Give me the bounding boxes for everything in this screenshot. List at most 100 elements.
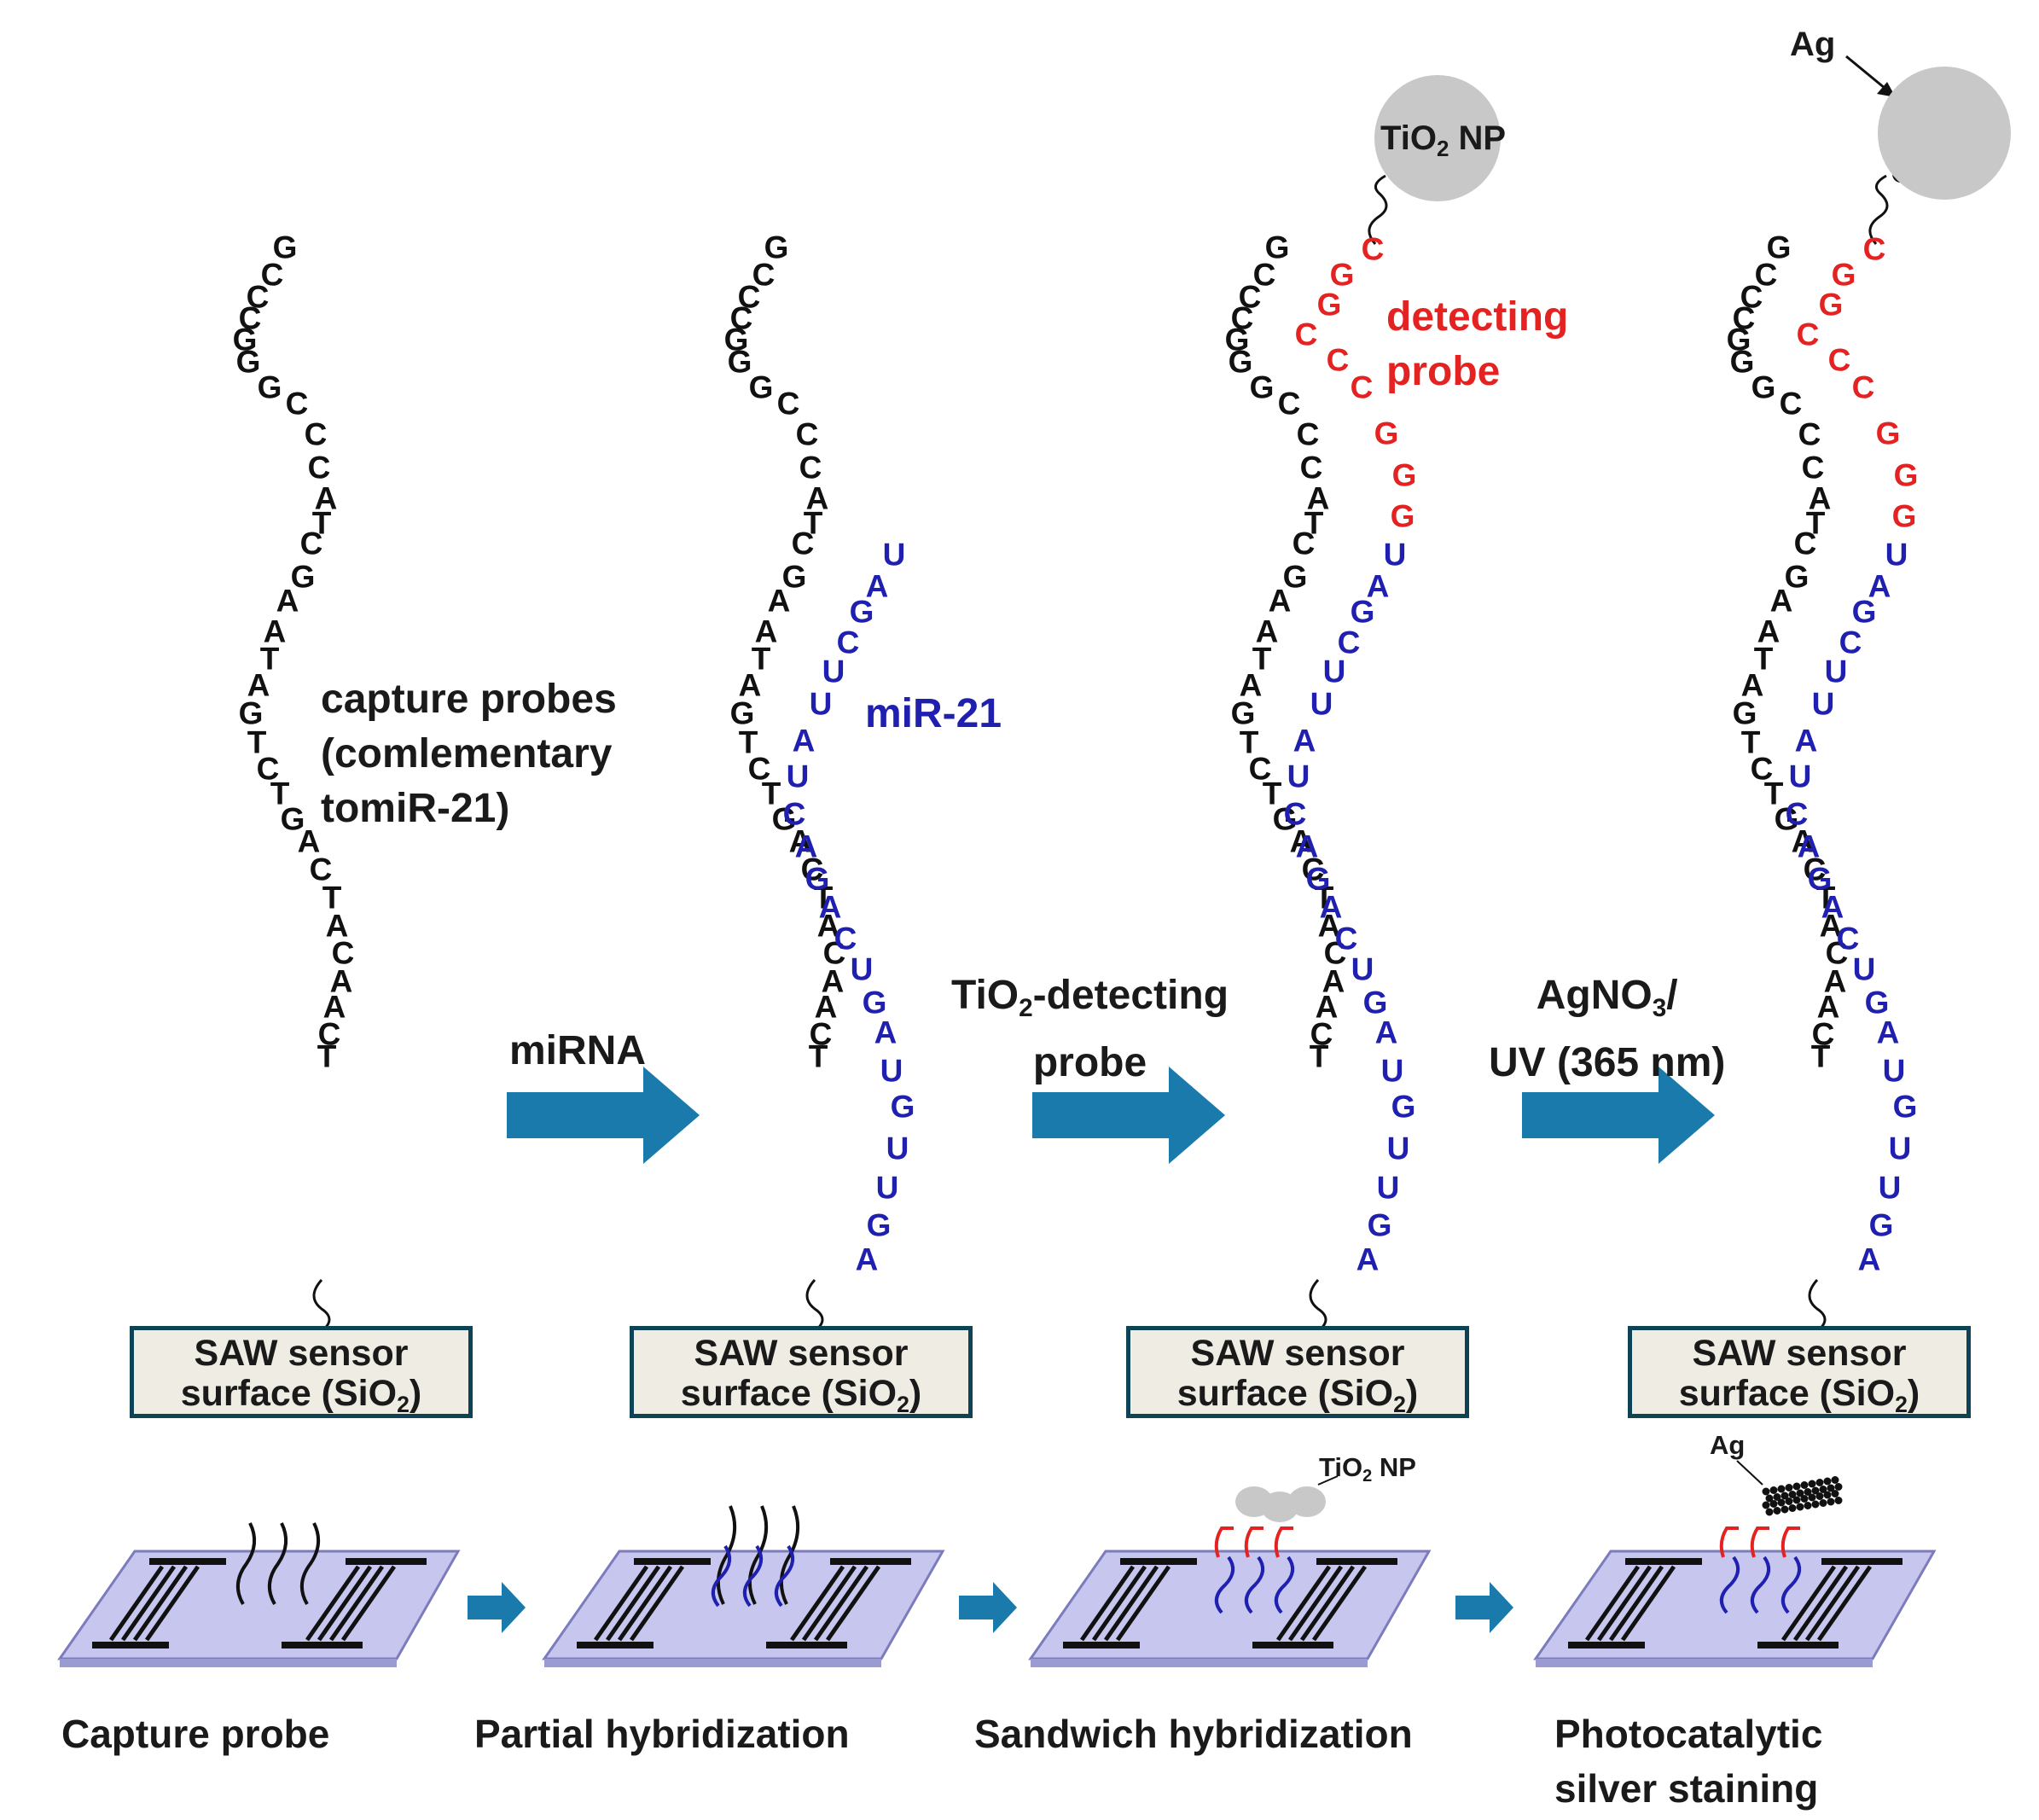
chip4-silver-dot-32 bbox=[1780, 1505, 1789, 1514]
tio2-np-label: TiO2 NP bbox=[1380, 119, 1507, 161]
capture-probe-1-nt-16: T bbox=[259, 641, 280, 677]
capture-probe-3-nt-25: T bbox=[1314, 880, 1334, 916]
sensor-chip-1-idt-right-finger-2 bbox=[328, 1565, 385, 1642]
detecting-probe-3-nt-2: G bbox=[1316, 287, 1342, 323]
capture-probe-3-nt-26: A bbox=[1317, 908, 1341, 944]
detecting-probe-4-nt-1: G bbox=[1831, 257, 1856, 293]
chip4-silver-dot-37 bbox=[1819, 1499, 1827, 1507]
sensor-chip-3-idt-right-finger-2 bbox=[1299, 1565, 1356, 1642]
capture-probe-3-nt-16: T bbox=[1252, 641, 1272, 677]
mir21-strand-4-nt-13: U bbox=[1852, 951, 1876, 987]
chip1-capture-probe-0 bbox=[236, 1522, 257, 1606]
capture-probe-3-nt-2: C bbox=[1238, 279, 1262, 315]
mir21-strand-3-nt-21: A bbox=[1356, 1241, 1380, 1277]
mir21-strand-4-nt-1: A bbox=[1868, 568, 1891, 604]
capture-probe-2-nt-6: G bbox=[748, 369, 774, 405]
capture-probe-2-nt-10: A bbox=[805, 480, 829, 516]
capture-probe-3-nt-5: G bbox=[1228, 344, 1253, 380]
capture-probe-2-nt-29: A bbox=[814, 989, 838, 1025]
sensor-chip-2-idt-left-finger-3 bbox=[629, 1565, 685, 1642]
sensor-chip-4-idt-right-finger-2 bbox=[1804, 1565, 1861, 1642]
mir21-strand-3-nt-14: G bbox=[1362, 985, 1388, 1020]
sensor-chip-1-edge bbox=[60, 1659, 397, 1667]
capture-probe-1-nt-6: G bbox=[257, 369, 282, 405]
capture-probe-4-nt-4: G bbox=[1726, 322, 1751, 358]
step-arrow-3 bbox=[1455, 1582, 1513, 1633]
chip4-silver-dot-31 bbox=[1773, 1507, 1781, 1515]
mir21-strand-4-nt-10: G bbox=[1807, 861, 1833, 897]
sensor-chip-2-idt-left-finger-1 bbox=[605, 1565, 661, 1642]
detecting-probe-4-nt-4: C bbox=[1827, 342, 1851, 378]
mir21-strand-2-nt-9: A bbox=[794, 829, 818, 864]
chip4-silver-dot-9 bbox=[1831, 1476, 1839, 1484]
chip1-capture-probe-2 bbox=[300, 1522, 321, 1606]
capture-probe-3-nt-22: G bbox=[1272, 801, 1298, 837]
mir21-strand-3-nt-15: A bbox=[1374, 1015, 1398, 1050]
arrow1-label: miRNA bbox=[509, 1028, 647, 1073]
capture-probe-1-nt-0: G bbox=[272, 230, 298, 265]
sensor-chip-2 bbox=[542, 1550, 945, 1667]
detecting-probe-4-nt-3: C bbox=[1796, 317, 1820, 352]
chip4-silver-dot-33 bbox=[1788, 1504, 1797, 1512]
mir21-strand-3-nt-2: G bbox=[1350, 594, 1375, 630]
sensor-chip-2-edge bbox=[544, 1659, 881, 1667]
arrow2-label: TiO2-detecting probe bbox=[951, 973, 1229, 1085]
mir21-strand-2-nt-11: A bbox=[818, 889, 842, 925]
capture-probe-4-nt-30: C bbox=[1811, 1016, 1835, 1052]
capture-probe-4-nt-20: C bbox=[1750, 751, 1774, 787]
sensor-chip-1-idt-right-finger-0 bbox=[305, 1565, 361, 1642]
capture-probe-1-nt-8: C bbox=[304, 416, 328, 452]
mir21-strand-2-nt-5: U bbox=[809, 686, 833, 722]
mir21-strand-2-nt-7: U bbox=[786, 759, 810, 794]
sensor-chip-2-idt-right-finger-2 bbox=[813, 1565, 869, 1642]
sensor-chip-3-idt-left-finger-0 bbox=[1079, 1565, 1136, 1642]
capture-probe-4-nt-18: G bbox=[1732, 695, 1757, 731]
sensor-chip-3 bbox=[1028, 1550, 1432, 1667]
capture-probe-3-nt-0: G bbox=[1264, 230, 1290, 265]
sensor-chip-2-idt-right-finger-1 bbox=[801, 1565, 857, 1642]
mir21-strand-2-nt-18: U bbox=[886, 1131, 909, 1166]
capture-probe-2-nt-13: G bbox=[781, 559, 807, 595]
capture-probe-4-nt-17: A bbox=[1740, 667, 1764, 703]
chip4-silver-dot-10 bbox=[1765, 1494, 1774, 1503]
chip4-silver-dot-34 bbox=[1796, 1503, 1804, 1511]
capture-probe-4-nt-24: C bbox=[1803, 852, 1827, 887]
mir21-strand-2-nt-6: A bbox=[792, 723, 816, 759]
capture-probe-3-nt-17: A bbox=[1239, 667, 1263, 703]
chip3-detecting-probe-2 bbox=[1274, 1526, 1293, 1558]
chip3-tio2-np-2 bbox=[1288, 1486, 1326, 1517]
sensor-chip-4-idt-left-finger-0 bbox=[1584, 1565, 1641, 1642]
chip4-silver-dot-15 bbox=[1804, 1488, 1812, 1496]
capture-probe-1-nt-4: G bbox=[232, 322, 258, 358]
chip4-silver-dot-3 bbox=[1785, 1484, 1793, 1491]
capture-probe-1-nt-13: G bbox=[290, 559, 316, 595]
capture-probe-3-nt-21: T bbox=[1262, 776, 1282, 811]
chip2-capture-probe-1 bbox=[748, 1505, 769, 1605]
sensor-chip-4-idt-left-finger-3 bbox=[1620, 1565, 1676, 1642]
capture-probe-2-nt-14: A bbox=[767, 583, 791, 619]
capture-probe-4-nt-23: A bbox=[1791, 823, 1815, 859]
chip2-mirna-1 bbox=[743, 1544, 764, 1608]
chip4-silver-dot-23 bbox=[1785, 1497, 1793, 1505]
capture-probe-4-nt-19: T bbox=[1740, 724, 1761, 760]
capture-probe-3-nt-12: C bbox=[1292, 526, 1316, 561]
sensor-chip-3-idt-left-finger-1 bbox=[1091, 1565, 1147, 1642]
sensor-chip-1 bbox=[57, 1550, 461, 1667]
capture-probe-2-nt-17: A bbox=[738, 667, 762, 703]
capture-probe-2-nt-5: G bbox=[727, 344, 752, 380]
sensor-chip-1-idt-left-finger-0 bbox=[108, 1565, 165, 1642]
mir21-strand-3-nt-19: U bbox=[1376, 1170, 1400, 1206]
mir21-strand-4-nt-16: U bbox=[1882, 1053, 1906, 1089]
process-arrow-2 bbox=[1032, 1067, 1225, 1164]
capture-probe-1-nt-28: A bbox=[329, 963, 353, 999]
capture-probe-1-nt-7: C bbox=[285, 386, 309, 422]
chip4-silver-dot-5 bbox=[1800, 1481, 1809, 1489]
ag-pointer-line bbox=[1845, 55, 1891, 94]
sensor-chip-3-idt-right-finger-1 bbox=[1287, 1565, 1344, 1642]
sensor-chip-3-idt-right-finger-3 bbox=[1311, 1565, 1368, 1642]
mir21-strand-3-nt-17: G bbox=[1391, 1089, 1416, 1125]
detecting-probe-3-nt-7: G bbox=[1391, 457, 1417, 493]
